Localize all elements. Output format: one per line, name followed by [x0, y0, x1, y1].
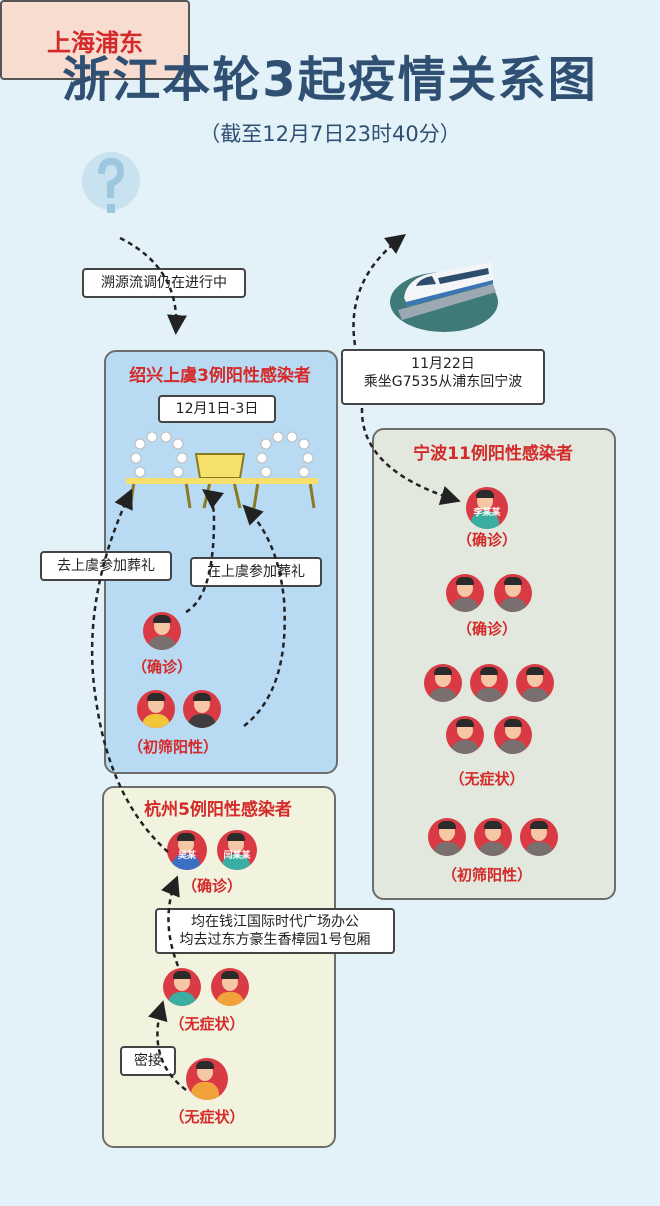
shaoxing-confirmed-label: （确诊）	[131, 658, 192, 676]
arrow-trace	[119, 236, 187, 335]
avatar: 李某某	[466, 487, 508, 529]
office-note: 均在钱江国际时代广场办公 均去过东方豪生香樟园1号包厢	[155, 908, 395, 954]
ningbo-label-3: （无症状）	[449, 770, 525, 788]
avatar	[211, 968, 249, 1006]
patient-name-yan: 闫某某	[223, 851, 251, 861]
ningbo-label-1: （确诊）	[456, 531, 517, 549]
office-note-line-2: 均去过东方豪生香樟园1号包厢	[179, 932, 371, 948]
patient-name: 李某某	[473, 508, 501, 518]
avatar: 吴某	[167, 830, 207, 870]
page-title: 浙江本轮3起疫情关系图	[62, 52, 598, 108]
avatar	[424, 664, 462, 702]
funeral-date: 12月1日-3日	[158, 395, 276, 423]
patient-name-wu: 吴某	[177, 851, 196, 861]
trace-note: 溯源流调仍在进行中	[82, 268, 246, 298]
avatar	[428, 818, 466, 856]
avatar	[470, 664, 508, 702]
office-note-line-1: 均在钱江国际时代广场办公	[191, 914, 359, 930]
page-subtitle: （截至12月7日23时40分）	[199, 122, 461, 146]
ningbo-header: 宁波11例阳性感染者	[413, 444, 573, 464]
avatar	[446, 716, 484, 754]
arrow-office	[161, 875, 180, 967]
hangzhou-asym-label-2: （无症状）	[169, 1108, 245, 1126]
train-icon	[390, 262, 498, 332]
avatar	[183, 690, 221, 728]
avatar	[163, 968, 201, 1006]
avatar	[494, 716, 532, 754]
hangzhou-header: 杭州5例阳性感染者	[144, 800, 292, 820]
travel-date: 11月22日	[411, 356, 475, 372]
arrow-close-contact	[148, 1000, 187, 1091]
avatar	[186, 1058, 228, 1100]
shanghai-pudong-box: 上海浦东	[0, 0, 190, 80]
close-contact-note: 密接	[120, 1046, 176, 1076]
avatar	[143, 612, 181, 650]
avatar	[446, 574, 484, 612]
arrow-screening-funeral	[242, 504, 286, 727]
ningbo-label-2: （确诊）	[456, 620, 517, 638]
avatar	[137, 690, 175, 728]
avatar	[516, 664, 554, 702]
travel-detail: 乘坐G7535从浦东回宁波	[363, 374, 523, 390]
avatar: 闫某某	[217, 830, 257, 870]
question-mark-icon	[82, 152, 140, 213]
arrow-to-shanghai	[352, 233, 406, 346]
arrow-confirmed-funeral	[185, 488, 224, 614]
avatar	[474, 818, 512, 856]
arrow-hangzhou-funeral	[90, 488, 169, 853]
hangzhou-confirmed-label: （确诊）	[181, 877, 242, 895]
arrow-to-ningbo	[360, 407, 461, 506]
ningbo-label-4: （初筛阳性）	[441, 866, 532, 884]
avatar	[494, 574, 532, 612]
avatar	[520, 818, 558, 856]
shaoxing-screening-label: （初筛阳性）	[127, 738, 218, 756]
travel-note: 11月22日 乘坐G7535从浦东回宁波	[341, 349, 545, 405]
hangzhou-asym-label-1: （无症状）	[169, 1015, 245, 1033]
shaoxing-header: 绍兴上虞3例阳性感染者	[129, 366, 311, 386]
